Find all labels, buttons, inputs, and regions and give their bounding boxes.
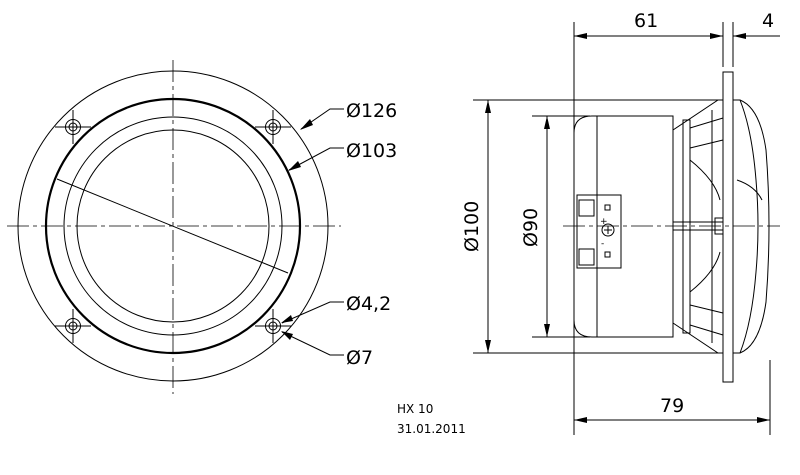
- terminal-minus: -: [601, 239, 604, 249]
- side-view: 61 4 + -: [461, 10, 780, 435]
- dim-cutout-diameter: Ø100: [461, 201, 483, 252]
- date-label: 31.01.2011: [397, 422, 466, 436]
- dim-baffle-diameter: Ø103: [346, 140, 397, 162]
- leader-baffle: [288, 147, 344, 171]
- dim-hole-outer-diameter: Ø7: [346, 347, 373, 369]
- terminal: + -: [576, 194, 622, 269]
- dim-hole-diameter: Ø4,2: [346, 293, 391, 315]
- section-line: [56, 178, 289, 274]
- surround-outer-circle: [63, 116, 283, 336]
- flange-plate: [722, 71, 734, 383]
- dim-depth: 61: [634, 10, 658, 32]
- dim-total-depth: 79: [660, 395, 684, 417]
- front-view: Ø126 Ø103 Ø4,2 Ø7: [7, 60, 397, 394]
- dim-magnet-diameter: Ø90: [520, 208, 542, 247]
- basket: [672, 99, 724, 354]
- cone-circle: [76, 129, 270, 323]
- mounting-hole: [255, 110, 291, 144]
- outer-flange-circle: [17, 70, 329, 382]
- mounting-hole: [55, 309, 91, 343]
- model-label: HX 10: [397, 402, 433, 416]
- mounting-holes: [55, 110, 291, 343]
- mounting-hole: [255, 309, 291, 343]
- leader-hole-outer: [281, 331, 344, 356]
- leader-hole: [281, 301, 344, 324]
- baffle-circle: [44, 97, 302, 355]
- terminal-plus: +: [600, 217, 608, 227]
- dim-flange: 4: [762, 10, 774, 32]
- magnet: [573, 115, 674, 338]
- dim-outer-diameter: Ø126: [346, 100, 397, 122]
- mounting-hole: [55, 110, 91, 144]
